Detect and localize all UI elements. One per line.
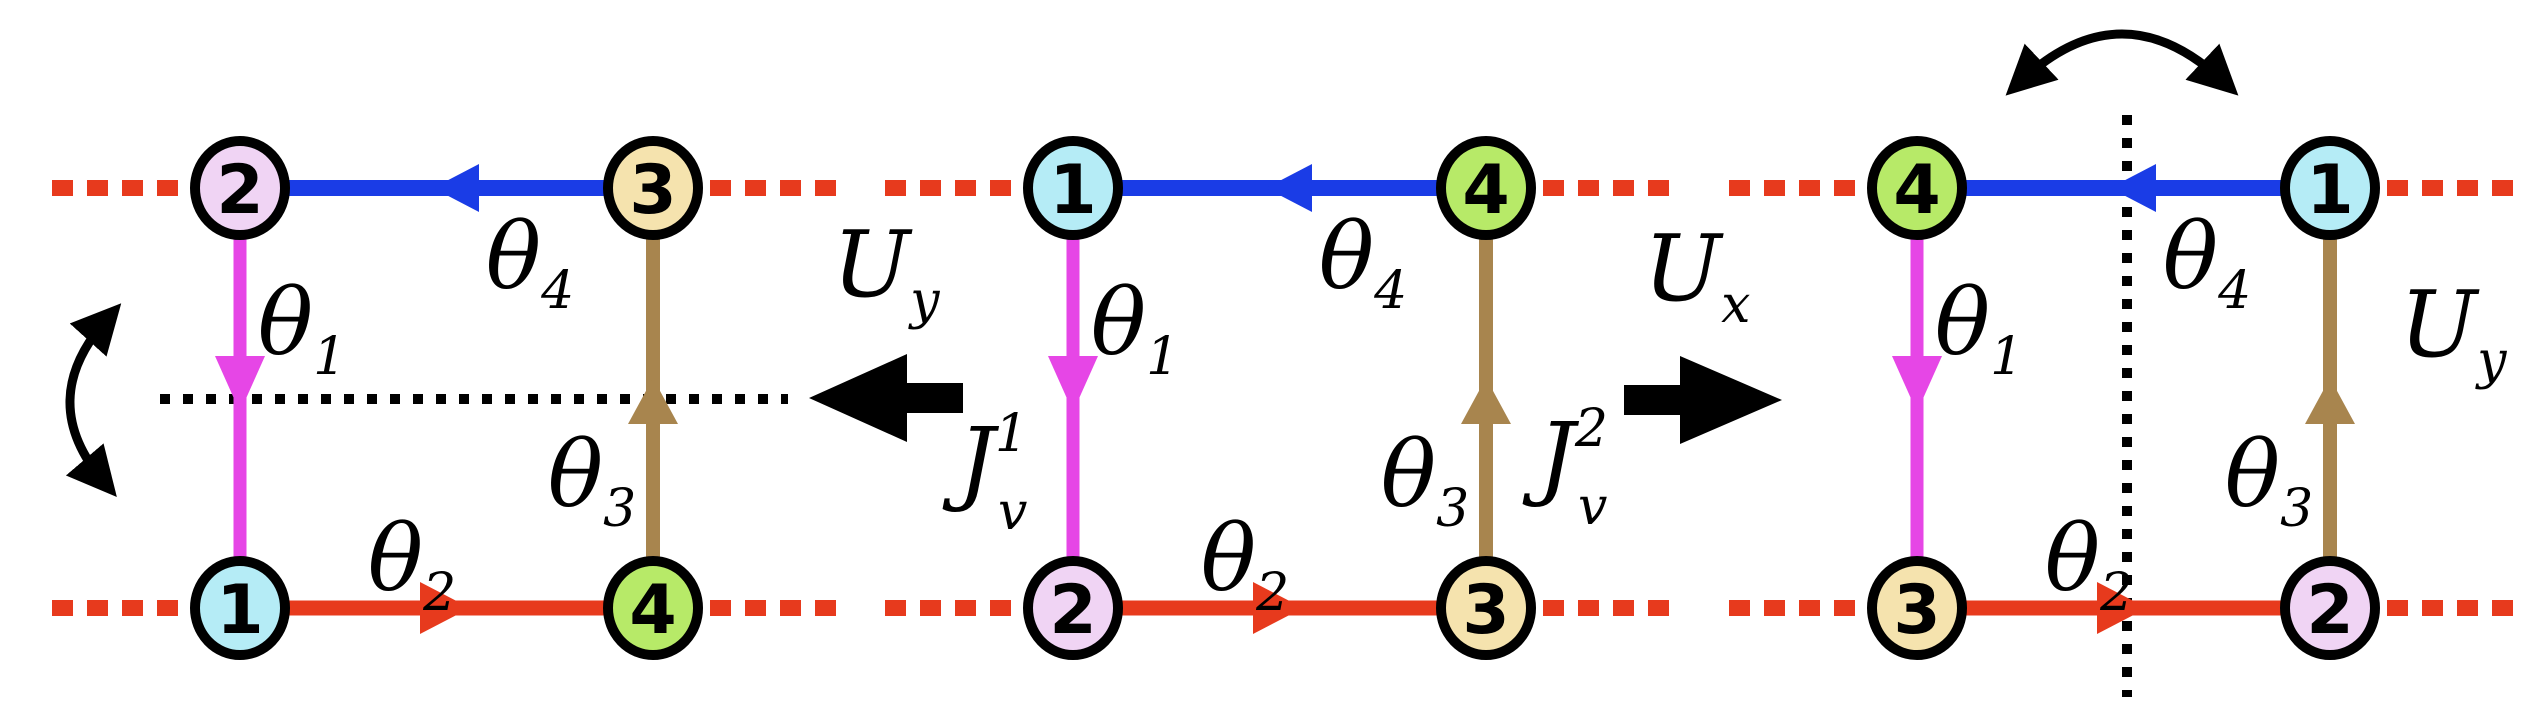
label-theta4: θ4 [486,203,574,321]
node-bottom-left-number: 2 [1049,571,1096,650]
j-symbol: J [942,408,1000,515]
ux-map-arrow [1624,356,1782,444]
node-top-right [2280,136,2380,240]
node-top-right [1436,136,1536,240]
u-subscript: x [1721,275,1750,335]
node-bottom-right-number: 4 [629,571,676,650]
label-theta1: θ1 [1935,269,2023,387]
node-bottom-right [603,556,703,660]
edge-bottom-arrowhead-right [1253,582,1303,634]
edge-top-arrowhead-left [1266,164,1312,212]
label-theta1: θ1 [1091,269,1179,387]
u-symbol: U [833,211,914,318]
u-symbol: U [2400,271,2481,378]
edge-left-arrowhead-down [215,356,265,412]
edge-bottom-arrowhead-right [420,582,470,634]
theta-symbol: θ [1091,269,1146,376]
theta-symbol: θ [1201,505,1256,612]
edge-right-arrowhead-up [2305,378,2355,424]
theta-subscript: 4 [2217,261,2251,321]
theta-symbol: θ [258,269,313,376]
edge-top-arrowhead-left [2110,164,2156,212]
node-top-left [1867,136,1967,240]
theta-symbol: θ [2045,505,2100,612]
plaquette-left: 2 3 1 4 θ1 θ2 θ3 θ4 [52,136,840,660]
node-top-right-number: 4 [1462,151,1509,230]
theta-symbol: θ [1319,203,1374,310]
theta-subscript: 4 [540,261,574,321]
node-top-left [1023,136,1123,240]
theta-subscript: 2 [2099,563,2133,623]
j-subscript: v [1578,477,1607,537]
label-vortex-jv1: J1 v [942,404,1028,542]
node-bottom-right [1436,556,1536,660]
flip-arrow-top-right [2005,29,2239,96]
plaquette-right: 4 1 3 2 θ1 θ2 θ3 θ4 [1729,136,2517,660]
theta-symbol: θ [486,203,541,310]
node-top-right-number: 3 [629,151,676,230]
label-theta2: θ2 [2045,505,2133,623]
label-ux-operator: Ux [1644,215,1751,335]
node-top-left-number: 4 [1893,151,1940,230]
u-subscript: y [2475,331,2507,391]
j-symbol: J [1522,403,1580,510]
theta-subscript: 1 [1990,327,2023,387]
node-bottom-right-number: 2 [2306,571,2353,650]
node-bottom-left-number: 3 [1893,571,1940,650]
theta-subscript: 4 [1373,261,1407,321]
label-theta3: θ3 [2225,421,2313,539]
edge-top-arrowhead-left [433,164,479,212]
uy-map-arrow [809,354,963,442]
label-theta2: θ2 [1201,505,1289,623]
label-uy-operator: Uy [833,211,941,331]
theta-symbol: θ [1935,269,1990,376]
edge-left-arrowhead-down [1892,356,1942,412]
theta-subscript: 2 [422,563,456,623]
theta-subscript: 3 [603,479,636,539]
edge-right-arrowhead-up [1461,378,1511,424]
flip-arrow-left [65,303,122,498]
theta-subscript: 3 [1436,479,1469,539]
node-bottom-left [190,556,290,660]
node-bottom-left [1023,556,1123,660]
edge-left-arrowhead-down [1048,356,1098,412]
label-theta2: θ2 [368,505,456,623]
label-theta3: θ3 [1381,421,1469,539]
theta-symbol: θ [1381,421,1436,528]
label-theta4: θ4 [1319,203,1407,321]
theta-subscript: 1 [313,327,346,387]
theta-subscript: 1 [1146,327,1179,387]
node-bottom-right [2280,556,2380,660]
theta-subscript: 3 [2280,479,2313,539]
node-bottom-left-number: 1 [216,571,263,650]
edge-bottom-arrowhead-right [2097,582,2147,634]
label-vortex-jv2: J2 v [1522,399,1608,537]
node-bottom-left [1867,556,1967,660]
u-symbol: U [1644,215,1725,322]
label-theta4: θ4 [2163,203,2251,321]
theta-symbol: θ [368,505,423,612]
node-top-left-number: 1 [1049,151,1096,230]
node-top-left [190,136,290,240]
u-subscript: y [908,271,940,331]
theta-symbol: θ [548,421,603,528]
theta-subscript: 2 [1255,563,1289,623]
node-bottom-right-number: 3 [1462,571,1509,650]
theta-symbol: θ [2163,203,2218,310]
node-top-left-number: 2 [216,151,263,230]
node-top-right [603,136,703,240]
edge-right-arrowhead-up [628,378,678,424]
label-theta3: θ3 [548,421,636,539]
label-uy-right-panel: Uy [2400,271,2508,391]
j-superscript: 1 [995,404,1028,464]
j-superscript: 2 [1574,399,1608,459]
label-theta1: θ1 [258,269,346,387]
j-subscript: v [998,482,1027,542]
theta-symbol: θ [2225,421,2280,528]
node-top-right-number: 1 [2306,151,2353,230]
